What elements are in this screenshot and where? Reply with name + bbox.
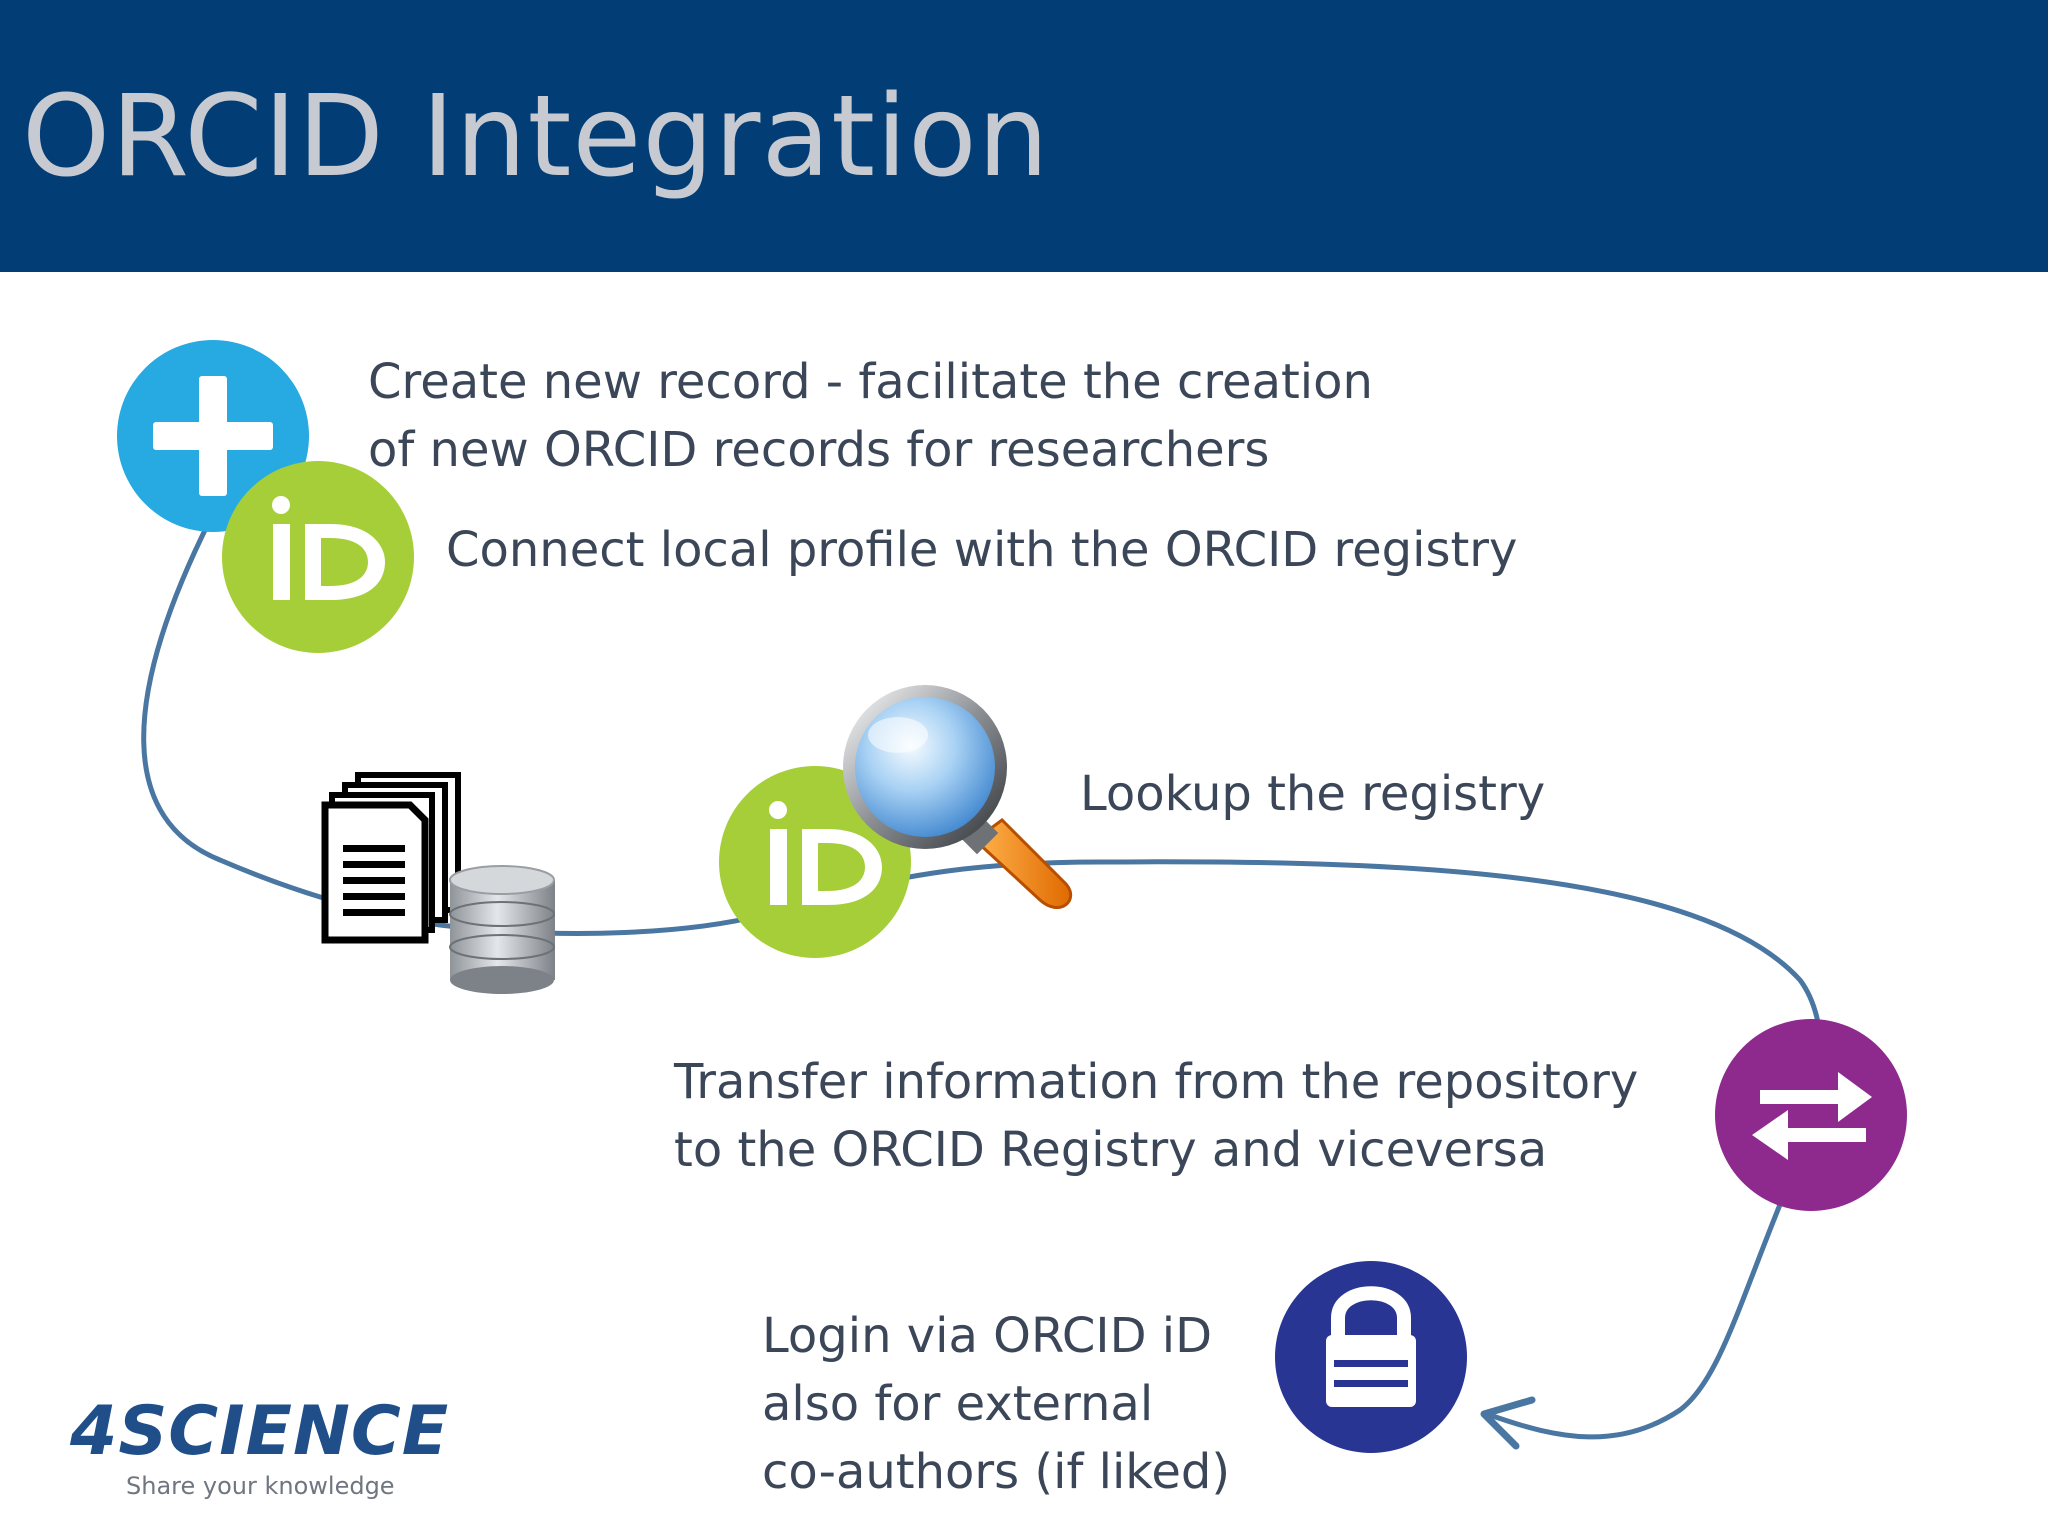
transfer-info-caption: Transfer information from the repository… [674, 1048, 1638, 1184]
login-caption: Login via ORCID iD also for external co-… [762, 1302, 1230, 1506]
transfer-info-line2: to the ORCID Registry and viceversa [674, 1122, 1548, 1178]
lock-icon [1275, 1261, 1467, 1453]
transfer-info-line1: Transfer information from the repository [674, 1054, 1639, 1110]
slide-title: ORCID Integration [22, 72, 1050, 202]
documents-icon [321, 772, 461, 944]
exchange-arrows-icon [1715, 1019, 1907, 1211]
slide-header: ORCID Integration [0, 0, 2048, 272]
login-line3: co-authors (if liked) [762, 1444, 1231, 1500]
login-line1: Login via ORCID iD [762, 1308, 1213, 1364]
create-record-line2: of new ORCID records for researchers [368, 422, 1270, 478]
lookup-registry-caption: Lookup the registry [1080, 760, 1545, 828]
magnifier-icon [843, 685, 1073, 909]
connect-profile-caption: Connect local profile with the ORCID reg… [446, 516, 1517, 584]
login-line2: also for external [762, 1376, 1154, 1432]
database-icon [449, 865, 555, 994]
lookup-registry-line1: Lookup the registry [1080, 766, 1546, 822]
create-record-line1: Create new record - facilitate the creat… [368, 354, 1373, 410]
orcid-id-icon [222, 461, 414, 653]
4science-logo: 4SCIENCE Share your knowledge [70, 1392, 470, 1512]
logo-wordmark: 4SCIENCE [70, 1392, 450, 1471]
connect-profile-line1: Connect local profile with the ORCID reg… [446, 522, 1518, 578]
create-record-caption: Create new record - facilitate the creat… [368, 348, 1373, 484]
workflow-path [141, 518, 1824, 1440]
arrow-head [1480, 1396, 1536, 1450]
logo-tagline: Share your knowledge [126, 1472, 395, 1500]
